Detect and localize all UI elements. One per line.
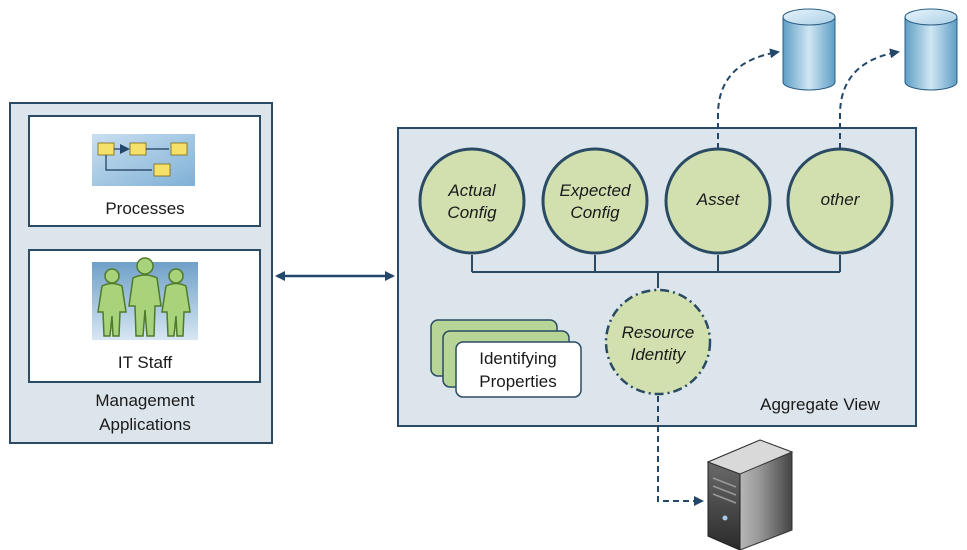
aggregate-caption: Aggregate View <box>760 395 880 414</box>
circle-label-line2: Config <box>447 203 497 222</box>
identity-server-link <box>657 396 704 506</box>
process-flow-icon <box>92 134 195 186</box>
resource-identity-circle: Resource Identity <box>604 288 712 396</box>
it-staff-label: IT Staff <box>118 353 172 372</box>
circle-label-line1: Expected <box>560 181 631 200</box>
circle-other: other <box>786 147 894 255</box>
aggregate-panel: Actual Config Expected Config Asset othe… <box>397 127 917 427</box>
circle-asset: Asset <box>664 147 772 255</box>
asset-db-link <box>717 48 780 149</box>
properties-label-line1: Identifying <box>479 349 557 368</box>
circle-label-line1: Actual <box>447 181 496 200</box>
database-icon <box>782 8 836 91</box>
processes-label: Processes <box>105 199 184 218</box>
identity-label-line2: Identity <box>631 345 687 364</box>
management-caption-line1: Management <box>95 391 195 410</box>
identifying-properties: Identifying Properties <box>430 319 582 398</box>
other-db-link <box>839 48 900 149</box>
server-icon <box>706 439 794 550</box>
management-caption-line2: Applications <box>99 415 191 434</box>
identity-label-line1: Resource <box>622 323 695 342</box>
processes-box: Processes <box>28 115 261 227</box>
management-panel: Processes IT Staff Managemen <box>9 102 273 444</box>
circle-label: other <box>821 190 861 209</box>
circle-expected-config: Expected Config <box>541 147 649 255</box>
circle-label: Asset <box>696 190 741 209</box>
database-icon <box>904 8 958 91</box>
properties-label-line2: Properties <box>479 372 556 391</box>
it-staff-box: IT Staff <box>28 249 261 383</box>
circle-label-line2: Config <box>570 203 620 222</box>
people-icon <box>92 257 198 340</box>
circle-connector <box>471 255 841 288</box>
circle-actual-config: Actual Config <box>418 147 526 255</box>
